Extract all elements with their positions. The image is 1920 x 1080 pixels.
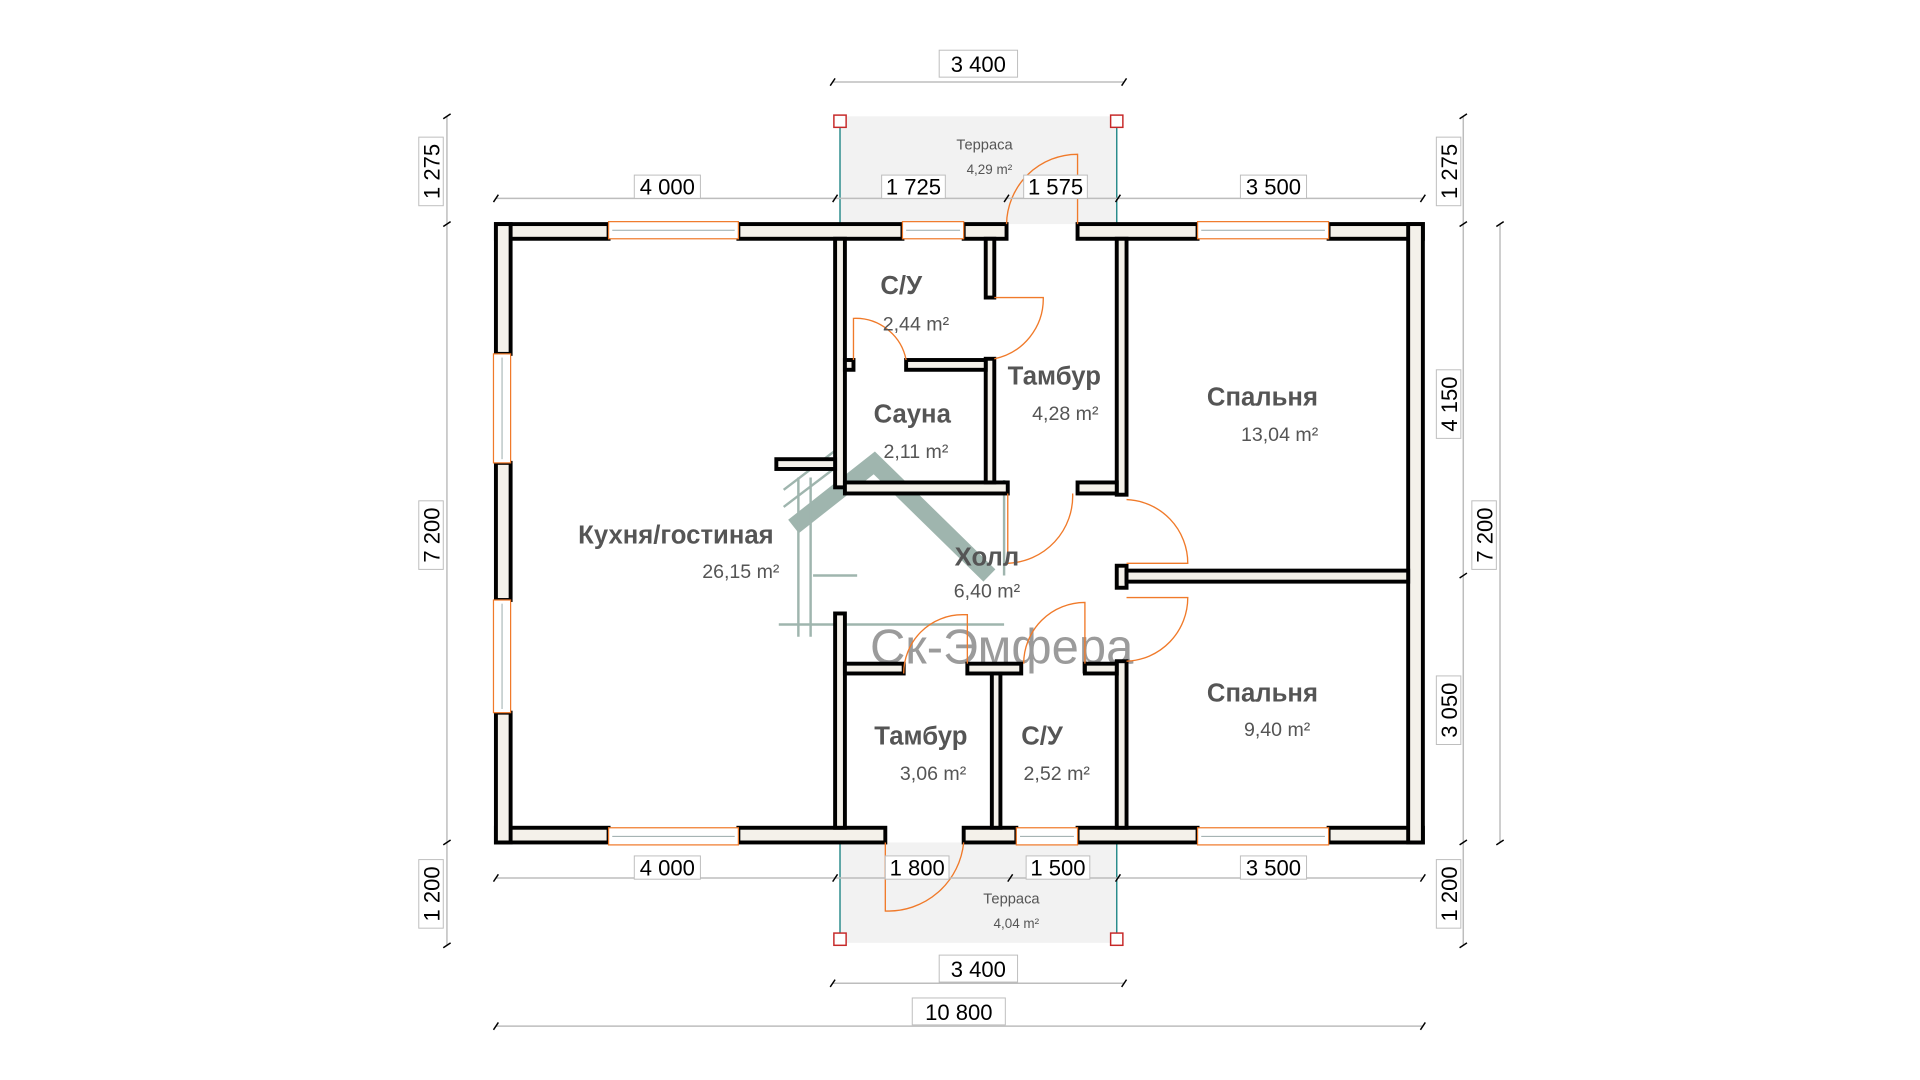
room-name: Холл — [955, 544, 1020, 572]
dimensions: 3 400 4 000 1 725 1 575 3 500 4 000 1 80… — [418, 49, 1505, 1031]
doors — [852, 153, 1189, 912]
dimension-label: 10 800 — [925, 1000, 992, 1025]
dimension-label: 1 725 — [886, 175, 941, 200]
dimension-label: 7 200 — [1473, 508, 1498, 563]
room-area: 6,40 m² — [954, 581, 1021, 603]
terrace-name: Терраса — [956, 137, 1013, 153]
dimension-label: 7 200 — [420, 508, 445, 563]
room-name: Сауна — [874, 400, 952, 428]
room-area: 13,04 m² — [1241, 424, 1319, 446]
post-icon — [1109, 114, 1124, 129]
room-area: 9,40 m² — [1244, 719, 1311, 741]
dimension-label: 4 150 — [1437, 377, 1462, 432]
dimension-label: 3 400 — [951, 957, 1006, 982]
dimension-label: 3 400 — [951, 52, 1006, 77]
room-area: 3,06 m² — [900, 763, 967, 785]
room-name: Спальня — [1207, 680, 1318, 708]
room-area: 2,44 m² — [883, 314, 950, 336]
post-icon — [833, 114, 847, 129]
walls — [493, 222, 1425, 845]
room-area: 4,28 m² — [1032, 403, 1099, 425]
dimension-label: 1 275 — [420, 144, 445, 199]
room-name: Спальня — [1207, 383, 1318, 411]
dimension-label: 4 000 — [640, 856, 695, 881]
room-name: С/У — [880, 272, 923, 300]
room-name: С/У — [1021, 722, 1064, 750]
terrace-name: Терраса — [983, 892, 1040, 908]
terrace-area: 4,29 m² — [967, 162, 1013, 177]
dimension-label: 1 275 — [1437, 144, 1462, 199]
room-area: 2,11 m² — [883, 441, 948, 463]
dimension-label: 1 575 — [1028, 175, 1083, 200]
dimension-label: 3 050 — [1437, 683, 1462, 738]
room-area: 2,52 m² — [1024, 763, 1091, 785]
windows — [492, 221, 1330, 846]
room-name: Кухня/гостиная — [578, 522, 773, 550]
terrace-top: Терраса 4,29 m² — [833, 114, 1124, 225]
terrace-area: 4,04 m² — [994, 916, 1040, 931]
dimension-label: 3 500 — [1246, 175, 1301, 200]
room-labels: Кухня/гостиная 26,15 m² С/У 2,44 m² Саун… — [578, 272, 1319, 785]
room-area: 26,15 m² — [702, 561, 780, 583]
dimension-label: 1 200 — [1437, 866, 1462, 921]
dimension-label: 1 500 — [1030, 856, 1085, 881]
dimension-label: 1 200 — [420, 866, 445, 921]
dimension-label: 1 800 — [890, 856, 945, 881]
dimension-label: 3 500 — [1246, 856, 1301, 881]
post-icon — [1109, 932, 1124, 947]
post-icon — [833, 932, 847, 947]
room-name: Тамбур — [874, 722, 967, 750]
dimension-label: 4 000 — [640, 175, 695, 200]
room-name: Тамбур — [1008, 362, 1101, 390]
